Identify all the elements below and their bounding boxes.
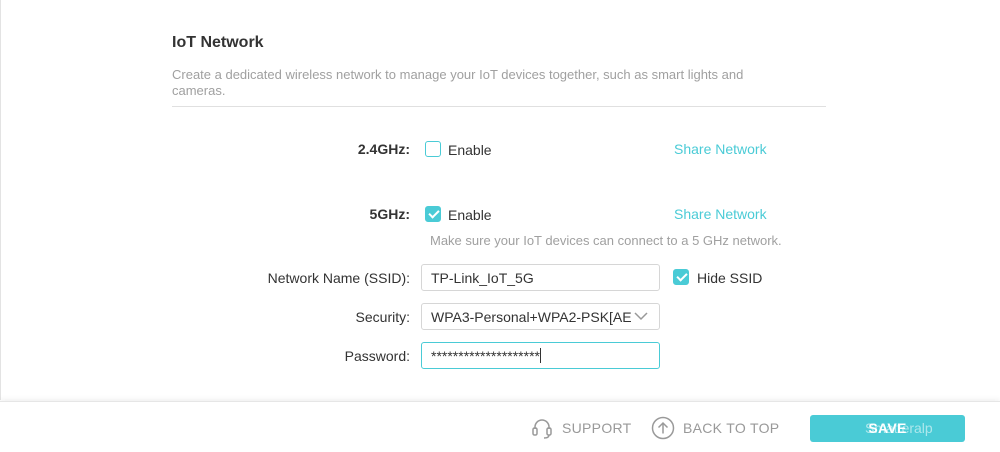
security-select[interactable]: WPA3-Personal+WPA2-PSK[AE bbox=[421, 303, 660, 330]
password-label: Password: bbox=[344, 348, 410, 364]
hide-ssid-checkbox[interactable] bbox=[673, 269, 689, 285]
save-button[interactable]: SAVE bbox=[810, 415, 965, 442]
chevron-down-icon bbox=[634, 312, 648, 321]
band-5-label: 5GHz bbox=[369, 206, 406, 222]
arrow-up-circle-icon bbox=[651, 416, 675, 440]
left-border bbox=[0, 0, 1, 400]
security-select-value: WPA3-Personal+WPA2-PSK[AE bbox=[431, 309, 631, 325]
band-24-share-network-link[interactable]: Share Network bbox=[674, 141, 767, 157]
ssid-input[interactable]: TP-Link_IoT_5G bbox=[421, 264, 660, 291]
footer-bar: SUPPORT BACK TO TOP SAVE Smatteralp bbox=[0, 401, 1000, 452]
band-5-label-row: 5GHz: bbox=[369, 206, 410, 222]
password-input[interactable]: ******************** bbox=[421, 342, 660, 369]
hide-ssid-label[interactable]: Hide SSID bbox=[697, 270, 763, 286]
section-title: IoT Network bbox=[172, 34, 264, 51]
ssid-label: Network Name (SSID): bbox=[267, 270, 410, 286]
band-24-label: 2.4GHz bbox=[357, 141, 406, 157]
back-to-top-link[interactable]: BACK TO TOP bbox=[651, 416, 779, 440]
back-to-top-label: BACK TO TOP bbox=[683, 420, 780, 436]
section-description: Create a dedicated wireless network to m… bbox=[172, 67, 744, 98]
headset-icon bbox=[532, 419, 552, 439]
band-5-share-network-link[interactable]: Share Network bbox=[674, 206, 767, 222]
band-5-enable-checkbox[interactable] bbox=[425, 206, 441, 222]
text-caret bbox=[539, 348, 541, 363]
band-5-hint: Make sure your IoT devices can connect t… bbox=[430, 233, 782, 248]
support-link[interactable]: SUPPORT bbox=[530, 416, 632, 440]
band-24-enable-label[interactable]: Enable bbox=[448, 142, 492, 158]
section-divider bbox=[172, 106, 826, 107]
security-label: Security: bbox=[355, 309, 410, 325]
support-label: SUPPORT bbox=[562, 420, 632, 436]
band-24-label-row: 2.4GHz: bbox=[357, 141, 410, 157]
password-value: ******************** bbox=[431, 348, 540, 364]
band-5-enable-label[interactable]: Enable bbox=[448, 207, 492, 223]
band-24-enable-checkbox[interactable] bbox=[425, 141, 441, 157]
